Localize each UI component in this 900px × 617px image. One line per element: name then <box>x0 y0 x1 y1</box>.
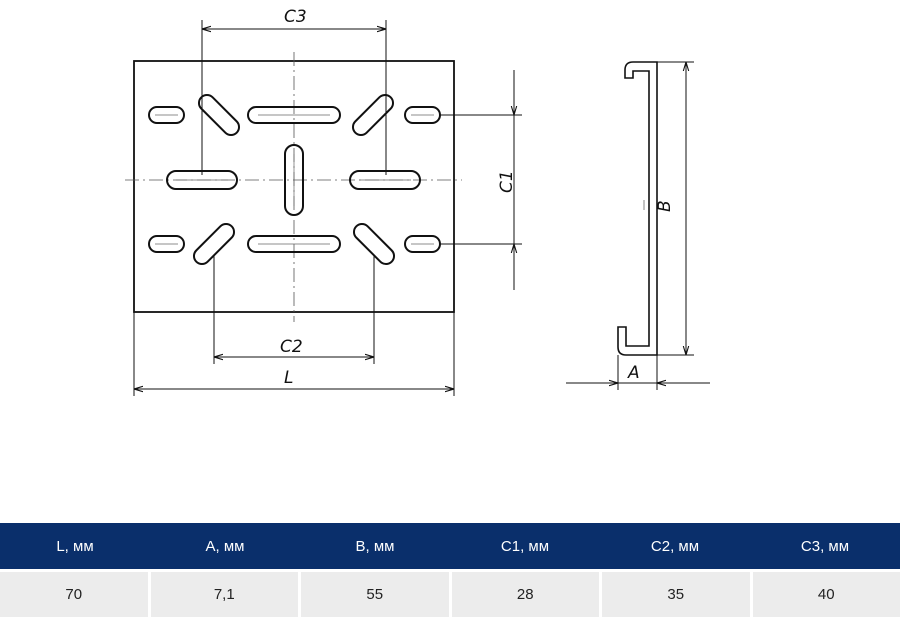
label-a: A <box>627 363 640 383</box>
center-lines <box>125 52 462 322</box>
label-c1: C1 <box>497 170 517 193</box>
label-c2: C2 <box>280 337 303 357</box>
value-l: 70 <box>0 572 148 617</box>
slot <box>197 93 241 137</box>
header-c2: C2, мм <box>650 537 700 555</box>
table-row: 70 7,1 55 28 35 40 <box>0 572 900 617</box>
slot <box>351 93 395 137</box>
header-c1: C1, мм <box>500 537 550 555</box>
header-b: B, мм <box>355 537 395 555</box>
label-l: L <box>284 368 293 388</box>
table-header-row: L, мм A, мм B, мм C1, мм C2, мм C3, мм <box>0 523 900 569</box>
dimension-l <box>133 312 455 396</box>
header-l: L, мм <box>56 537 94 555</box>
label-c3: C3 <box>284 7 307 27</box>
dimension-a <box>566 355 710 390</box>
header-c3: C3, мм <box>800 537 850 555</box>
value-c3: 40 <box>752 572 900 617</box>
slot <box>352 222 396 266</box>
value-c1: 28 <box>451 572 599 617</box>
value-c2: 35 <box>602 572 750 617</box>
value-b: 55 <box>301 572 449 617</box>
slot <box>148 106 185 124</box>
slot <box>349 170 421 190</box>
slot <box>284 144 304 216</box>
slot <box>148 235 185 253</box>
dimension-c2 <box>213 255 375 364</box>
dimension-c1 <box>440 70 522 290</box>
spec-table: L, мм A, мм B, мм C1, мм C2, мм C3, мм 7… <box>0 523 900 617</box>
dimension-b <box>657 61 694 356</box>
technical-drawing: C3 C1 C2 L B A <box>125 7 710 396</box>
value-a: 7,1 <box>150 572 298 617</box>
slots <box>148 93 441 266</box>
slot <box>247 106 341 124</box>
slot <box>192 222 236 266</box>
dimension-c3 <box>201 20 387 175</box>
slot <box>247 235 341 253</box>
label-b: B <box>655 200 675 212</box>
header-a: A, мм <box>205 537 245 555</box>
side-profile <box>617 61 658 356</box>
